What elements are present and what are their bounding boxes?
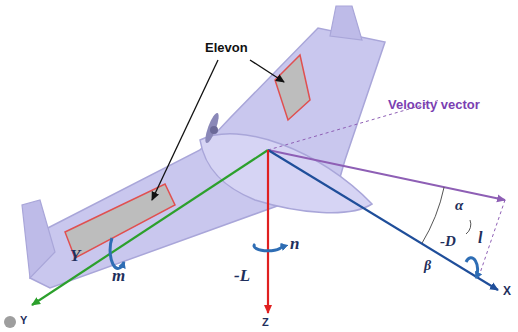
moment-symbol: l	[478, 228, 482, 247]
leader-line	[250, 60, 284, 82]
force-symbol: -L	[234, 266, 250, 286]
pitch-rotation-arrow	[110, 238, 124, 268]
moment-symbol: n	[290, 234, 299, 254]
projection-line	[478, 200, 505, 279]
part-label: Elevon	[205, 40, 248, 56]
roll-rotation-arrow	[466, 258, 478, 278]
wing-planform	[30, 28, 385, 288]
angle-symbol: β	[424, 258, 431, 275]
vector-label: Velocity vector	[388, 97, 480, 113]
force-symbol: -D	[440, 232, 456, 250]
fuselage	[200, 134, 372, 213]
propeller-hub	[210, 126, 218, 134]
angle-symbol: α	[455, 196, 463, 214]
right-elevon	[275, 55, 310, 120]
axis-name: Z	[262, 316, 269, 329]
moment-symbol: m	[112, 266, 125, 286]
z-axis	[267, 150, 269, 313]
left-winglet	[22, 200, 55, 278]
axis-name: Y	[70, 246, 80, 266]
x-axis	[268, 150, 498, 290]
axis-name: Y	[20, 314, 27, 327]
leader-line	[152, 60, 218, 200]
propeller	[203, 112, 221, 145]
yaw-rotation-arrow	[254, 244, 282, 251]
axis-name: X	[503, 284, 511, 298]
y-axis	[32, 150, 268, 305]
velocity-vector	[268, 150, 505, 200]
right-winglet	[330, 6, 362, 40]
corner-icon	[4, 316, 16, 328]
angle-arc	[466, 220, 471, 234]
